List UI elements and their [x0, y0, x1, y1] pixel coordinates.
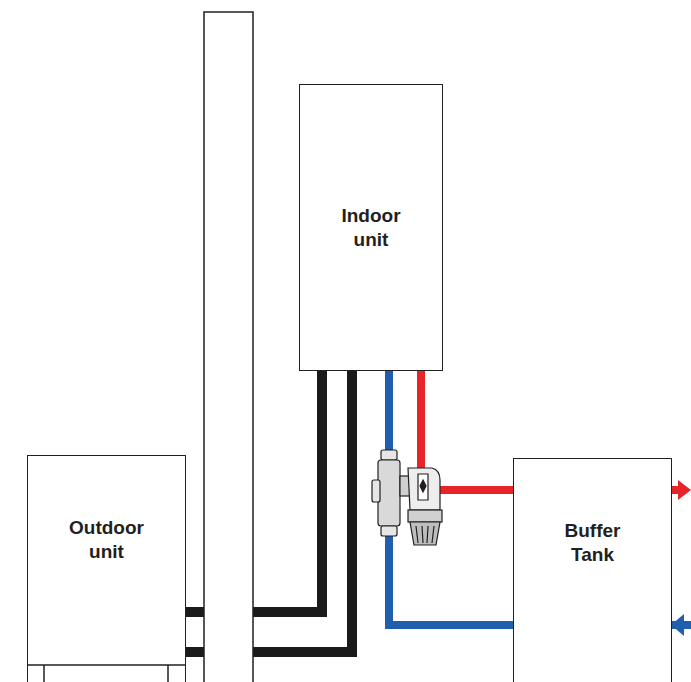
unit-label: Buffer Tank — [553, 519, 633, 567]
unit-box: Outdoor unit — [27, 455, 186, 682]
return-arrow — [671, 614, 684, 636]
unit-label: Indoor unit — [331, 204, 411, 252]
wall-column — [204, 12, 253, 682]
magnetic-filter — [372, 450, 442, 545]
pipe-connector — [389, 371, 513, 625]
flow-arrow — [678, 480, 691, 500]
unit-box: Buffer Tank — [513, 458, 672, 682]
unit-label: Outdoor unit — [62, 516, 152, 564]
unit-box: Indoor unit — [299, 84, 443, 371]
unit-feet — [27, 455, 186, 682]
